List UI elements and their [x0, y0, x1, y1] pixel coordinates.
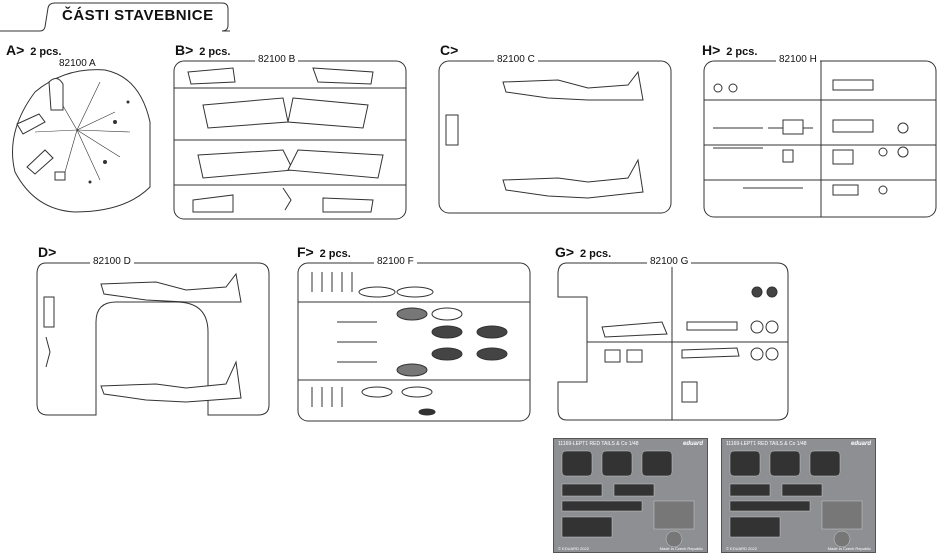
photo-etch-1-copyright: © EDUARD 2022 [558, 546, 589, 551]
sprue-f-letter: F> [297, 244, 314, 260]
sprue-d-drawing [36, 262, 270, 416]
photo-etch-1-made-in: Made in Czech Republic [659, 546, 703, 551]
sprue-g-code: 82100 G [647, 256, 692, 267]
sprue-f-label: F> 2 pcs. [297, 244, 351, 260]
photo-etch-2-header: 11169-LEPT1 RED TAILS & Co 1/48 [726, 441, 807, 447]
photo-etch-1-details [561, 450, 695, 548]
sprue-a-drawing [12, 69, 151, 213]
photo-etch-2-brand: eduard [850, 441, 871, 447]
sprue-h-qty: 2 pcs. [726, 46, 758, 58]
sprue-h-label: H> 2 pcs. [702, 42, 757, 58]
sprue-h-code: 82100 H [776, 54, 820, 65]
sprue-a-letter: A> [6, 42, 25, 58]
sprue-g-qty: 2 pcs. [579, 248, 612, 260]
sprue-c-letter: C> [440, 42, 459, 58]
sprue-g-label: G> 2 pcs. [555, 244, 611, 260]
photo-etch-2-copyright: © EDUARD 2022 [726, 546, 757, 551]
photo-etch-1-header: 11169-LEPT1 RED TAILS & Co 1/48 [558, 441, 639, 447]
photo-etch-sheet-1: 11169-LEPT1 RED TAILS & Co 1/48 eduard ©… [553, 438, 708, 553]
sprue-f-code: 82100 F [374, 256, 417, 267]
sprue-b-qty: 2 pcs. [199, 46, 231, 58]
sprue-d-code: 82100 D [90, 256, 134, 267]
sprue-g-letter: G> [555, 244, 575, 260]
photo-etch-sheet-2: 11169-LEPT1 RED TAILS & Co 1/48 eduard ©… [721, 438, 876, 553]
sprue-b-letter: B> [175, 42, 194, 58]
sprue-d-letter: D> [38, 244, 57, 260]
sprue-f-qty: 2 pcs. [319, 248, 351, 260]
photo-etch-2-made-in: Made in Czech Republic [827, 546, 871, 551]
sprue-b-code: 82100 B [255, 54, 299, 65]
sprue-a-label: A> 2 pcs. [6, 42, 61, 58]
sprue-d-label: D> [38, 244, 56, 260]
sprue-a-code: 82100 A [56, 58, 99, 69]
photo-etch-2-details [729, 450, 863, 548]
sprue-f-drawing [297, 262, 531, 422]
sprue-c-drawing [438, 60, 672, 214]
sprue-h-letter: H> [702, 42, 721, 58]
title-tab-frame [0, 2, 230, 32]
page-title: ČÁSTI STAVEBNICE [62, 7, 214, 24]
sprue-g-drawing [557, 262, 789, 421]
sprue-h-drawing [703, 60, 937, 218]
sprue-c-code: 82100 C [494, 54, 538, 65]
sprue-a-qty: 2 pcs. [30, 46, 62, 58]
photo-etch-1-brand: eduard [682, 441, 703, 447]
sprue-c-label: C> [440, 42, 458, 58]
sprue-b-label: B> 2 pcs. [175, 42, 230, 58]
sprue-b-drawing [173, 60, 407, 220]
